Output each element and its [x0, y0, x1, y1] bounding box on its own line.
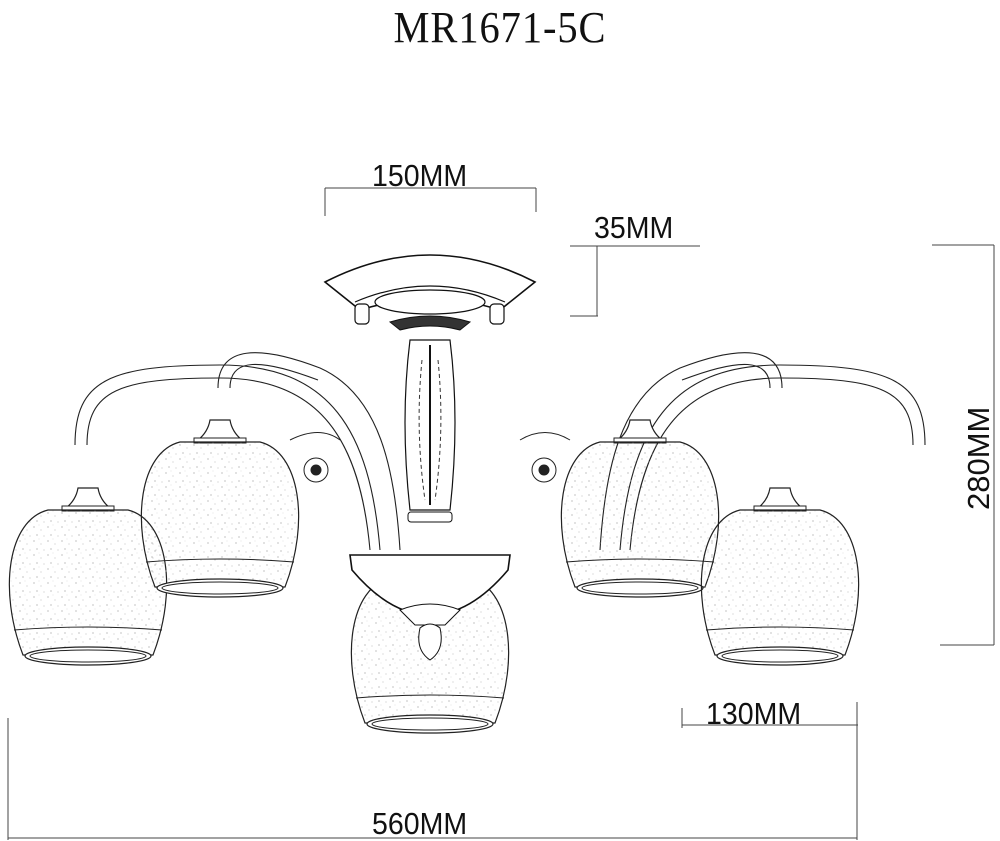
shade-right: [560, 419, 720, 598]
dim-label-total-width: 560MM: [372, 806, 468, 841]
shade-far-right: [700, 487, 860, 666]
ornaments: [289, 432, 571, 483]
dim-label-canopy-width: 150MM: [372, 158, 468, 193]
center-bowl: [349, 554, 511, 661]
dim-label-shade-diameter: 130MM: [706, 696, 802, 731]
dim-label-canopy-height: 35MM: [594, 210, 674, 245]
canopy: [323, 254, 537, 331]
model-title: MR1671-5C: [393, 3, 607, 52]
stem: [404, 339, 456, 523]
dimension-lines: [7, 187, 995, 840]
shade-left: [140, 419, 300, 598]
